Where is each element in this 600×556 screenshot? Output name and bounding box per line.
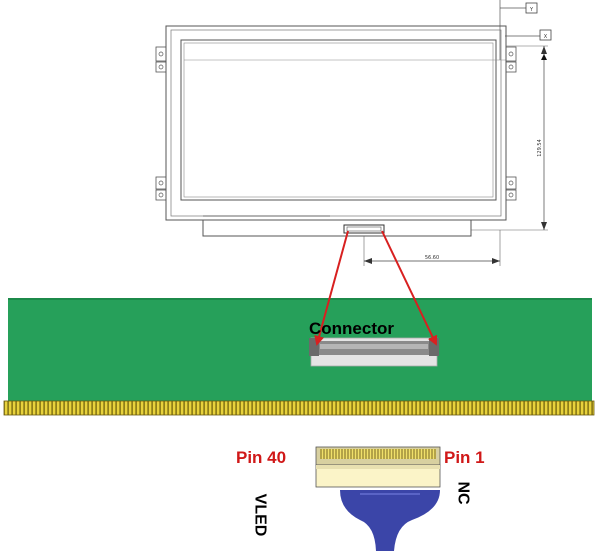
dimension-vertical-value: 129.54: [537, 139, 543, 157]
vled-label: VLED: [251, 493, 269, 537]
pin-1-label: Pin 1: [444, 448, 485, 467]
dimension-horizontal-value: 56.60: [425, 255, 439, 261]
nc-label: NC: [454, 481, 472, 505]
red-arrow-icon: [381, 230, 438, 346]
pcb-connector: [309, 337, 439, 367]
connector-label: Connector: [309, 319, 394, 338]
datum-y-mark: Y: [529, 7, 534, 13]
datum-box-y: [525, 2, 538, 14]
panel-connector-outline: [343, 224, 385, 234]
gold-edge-pins: [3, 400, 595, 416]
red-arrow-icon: [314, 230, 349, 346]
blue-ribbon-cable: [340, 490, 440, 551]
pin-40-label: Pin 40: [236, 448, 287, 467]
panel-outer-frame: [165, 25, 507, 221]
pcb-green: [8, 298, 592, 402]
datum-box-x: [539, 29, 552, 41]
datum-x-mark: X: [544, 34, 548, 40]
mounting-tabs: [155, 46, 517, 201]
pcb-board: [3, 298, 595, 416]
panel-active-area-inner: [183, 42, 494, 198]
panel-bottom-strip: [202, 219, 472, 237]
connector-pin-row: [320, 449, 436, 459]
lcd-panel-drawing: Y X: [155, 0, 552, 266]
panel-active-area: [180, 39, 497, 201]
panel-inner-frame: [170, 29, 502, 217]
connector-closeup: [315, 446, 441, 551]
